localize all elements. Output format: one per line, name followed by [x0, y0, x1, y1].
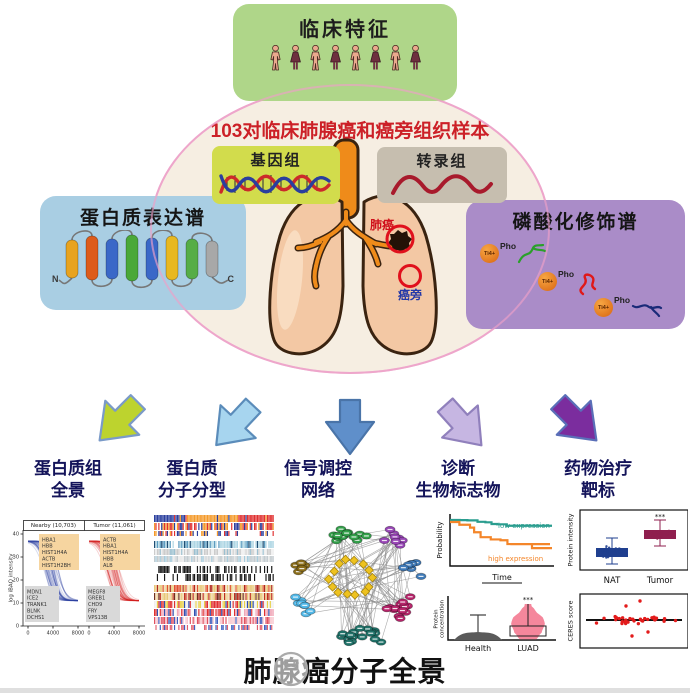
column-title-network: 信号调控 网络	[262, 458, 374, 503]
column-title-line: 生物标志物	[415, 481, 501, 501]
column-title-line: 蛋白质组	[34, 459, 102, 478]
protein-intensity-box-chart	[564, 506, 688, 588]
transcriptome-box: 转录组	[377, 147, 507, 203]
signaling-network-chart	[279, 512, 427, 662]
phospho-group: Ti4+ Pho	[480, 241, 547, 266]
person-icon	[289, 45, 301, 70]
column-title-line: 信号调控	[284, 459, 352, 478]
adjacent-tissue-label: 癌旁	[398, 288, 423, 302]
flow-arrow-target	[550, 394, 598, 442]
clinical-features-title: 临床特征	[299, 19, 391, 41]
bottom-strip	[0, 688, 690, 693]
person-icon	[270, 45, 280, 71]
subtype-heatmap-chart	[152, 513, 276, 663]
dna-icon	[219, 174, 331, 194]
footer-title: 肺腺癌分子全景	[243, 656, 447, 687]
peptide-squiggle-icon	[579, 273, 597, 296]
column-title-line: 网络	[301, 481, 335, 501]
column-title-proteome: 蛋白质组 全景	[8, 458, 128, 503]
protein-structure-icon: N C	[52, 229, 235, 292]
genome-box: 基因组	[212, 146, 340, 204]
person-icon	[350, 45, 360, 71]
protein-expression-title: 蛋白质表达谱	[79, 208, 206, 229]
column-title-line: 诊断	[441, 459, 475, 478]
person-icon	[369, 45, 381, 70]
tumor-label: 肺癌	[370, 218, 395, 232]
violin-plot-chart	[432, 592, 560, 656]
person-icon	[329, 45, 341, 70]
genome-label: 基因组	[250, 152, 302, 169]
rna-icon	[391, 174, 493, 195]
peptide-squiggle-icon	[631, 304, 663, 318]
column-title-line: 靶标	[581, 481, 615, 501]
peptide-squiggle-icon	[517, 244, 547, 264]
watermark-icon	[272, 650, 310, 688]
n-terminus-label: N	[52, 274, 59, 284]
flow-arrow-subtype	[215, 397, 262, 447]
ti-ion-icon: Ti4+	[480, 244, 499, 263]
pho-label: Pho	[558, 269, 575, 279]
phospho-group: Ti4+ Pho	[594, 295, 663, 318]
proteome-rank-chart	[6, 514, 148, 654]
phospho-group: Ti4+ Pho	[538, 269, 605, 296]
pho-label: Pho	[500, 241, 517, 251]
lungs-icon	[268, 138, 438, 356]
person-icon	[390, 45, 400, 71]
flow-arrow-network	[324, 398, 376, 456]
person-icon	[409, 45, 421, 70]
pho-label: Pho	[614, 295, 631, 305]
person-icon	[310, 45, 320, 71]
flow-arrow-proteome	[98, 394, 146, 442]
column-title-subtype: 蛋白质 分子分型	[136, 458, 248, 503]
clinical-features-box: 临床特征	[233, 4, 457, 101]
ceres-score-chart	[564, 592, 688, 658]
c-terminus-label: C	[227, 274, 235, 284]
phospho-modification-box: 磷酸化修饰谱 Ti4+ Pho Ti4+ Pho Ti4+ Pho	[466, 200, 685, 329]
ti-ion-icon: Ti4+	[594, 298, 613, 317]
flow-arrow-biomarker	[436, 397, 483, 447]
column-title-line: 蛋白质	[166, 459, 218, 478]
lungs-illustration: 肺癌 癌旁	[258, 138, 448, 366]
survival-curve-chart	[432, 508, 560, 588]
column-title-line: 药物治疗	[564, 459, 632, 478]
column-title-target: 药物治疗 靶标	[534, 458, 662, 503]
sample-title: 103对临床肺腺癌和癌旁组织样本	[210, 121, 490, 142]
column-title-line: 分子分型	[158, 481, 226, 501]
column-title-biomarker: 诊断 生物标志物	[392, 458, 524, 503]
clinical-figures	[233, 45, 457, 71]
column-title-line: 全景	[51, 481, 85, 501]
transcriptome-label: 转录组	[416, 153, 468, 170]
ti-ion-icon: Ti4+	[538, 272, 557, 291]
protein-expression-box: 蛋白质表达谱 N C	[40, 196, 246, 310]
phospho-title: 磷酸化修饰谱	[512, 212, 639, 233]
